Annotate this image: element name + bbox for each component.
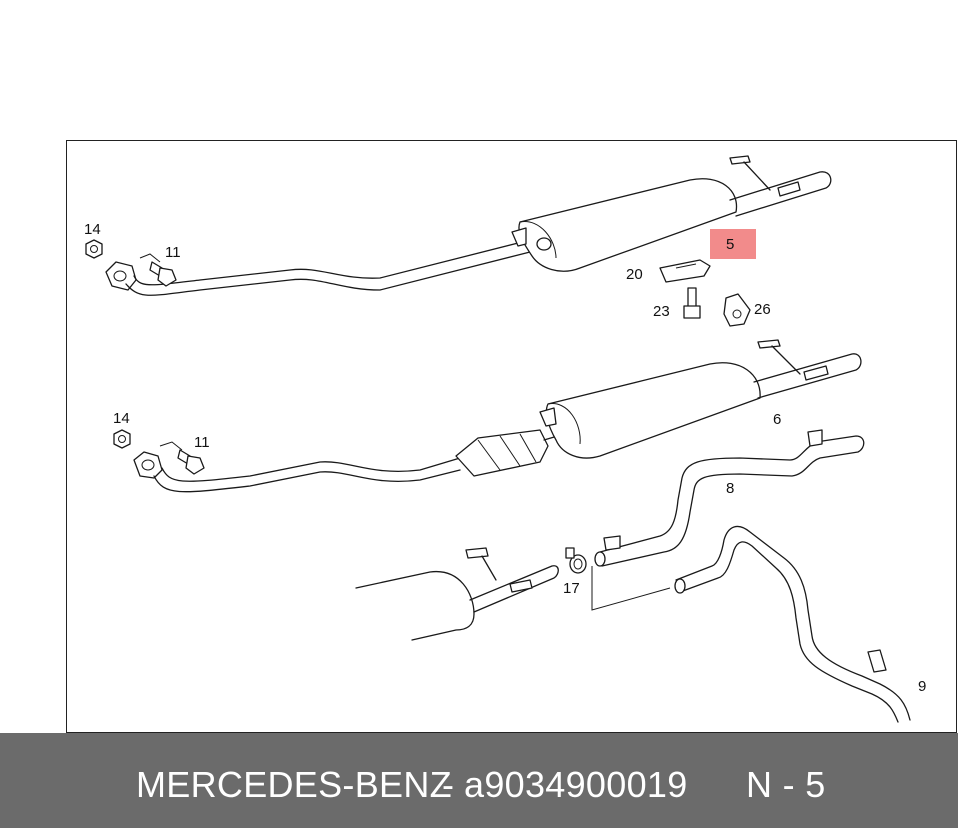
callout-17: 17 [563,580,580,597]
callout-5: 5 [726,236,734,253]
intermediate-pipe [594,429,865,567]
bracket-icon [659,259,711,283]
leader-line [591,566,671,611]
clamp-icon [565,547,587,574]
lower-muffler-section [355,547,559,641]
part-number: a9034900019 [464,764,688,805]
rear-muffler-assembly [105,155,832,296]
callout-11: 11 [165,244,181,261]
callout-14: 14 [113,410,130,427]
bolt-icon [139,253,177,287]
catalytic-converter-assembly [133,339,862,493]
bolt-icon [159,441,205,475]
bolt-icon [683,287,701,319]
highlight-box [710,229,756,259]
callout-11: 11 [194,434,210,451]
diagram-frame [66,140,957,733]
tail-pipe [674,525,911,723]
callout-8: 8 [726,480,734,497]
rubber-mount-icon [723,293,751,327]
position-reference: N - 5 [746,764,826,805]
callout-26: 26 [754,301,771,318]
nut-icon [113,429,131,449]
brand-name: MERCEDES-BENZ [136,764,452,805]
nut-icon [85,239,103,259]
callout-9: 9 [918,678,926,695]
part-info-footer: MERCEDES-BENZ - a9034900019 N - 5 [0,733,958,828]
callout-20: 20 [626,266,643,283]
callout-14: 14 [84,221,101,238]
separator: - [442,764,455,805]
callout-6: 6 [773,411,781,428]
callout-23: 23 [653,303,670,320]
